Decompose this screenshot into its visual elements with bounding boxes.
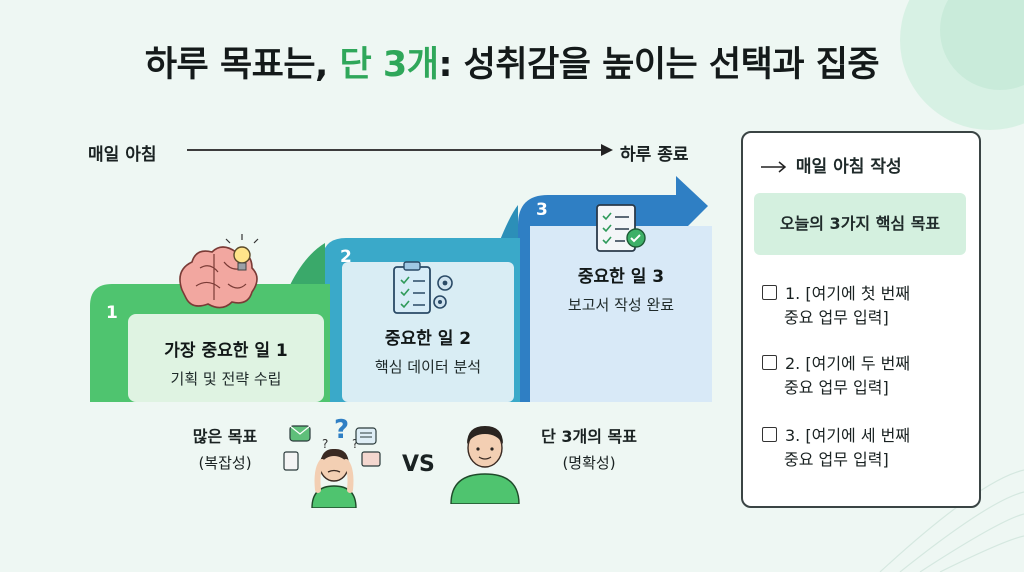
step-3-title: 중요한 일 3 [577,267,665,287]
todo-item-1[interactable]: 1. [여기에 첫 번째 중요 업무 입력] [762,282,972,330]
todo-item-2-line1: 2. [여기에 두 번째 [785,354,911,373]
title-suffix: : 성취감을 높이는 선택과 집중 [438,45,880,85]
vs-label: VS [402,452,435,477]
many-goals-title: 많은 목표 [192,427,258,446]
todo-item-3-line1: 3. [여기에 세 번째 [785,426,911,445]
todo-item-3-line2: 중요 업무 입력] [784,450,889,469]
step-1-text: 가장 중요한 일 1 기획 및 전략 수립 [128,340,324,390]
checkbox-icon[interactable] [762,285,777,300]
svg-text:?: ? [334,415,349,445]
step-2-subtitle: 핵심 데이터 분석 [374,358,482,376]
step-2-text: 중요한 일 2 핵심 데이터 분석 [342,328,514,378]
arrow-right-icon [761,161,787,173]
brain-lightbulb-icon [179,234,259,309]
step-3-panel [530,226,712,402]
many-goals-label: 많은 목표 (복잡성) [165,424,285,476]
page-title: 하루 목표는, 단 3개: 성취감을 높이는 선택과 집중 [0,36,1024,87]
panel-header-text: 매일 아침 작성 [795,157,902,177]
three-goals-label: 단 3개의 목표 (명확성) [524,424,654,476]
step-1-panel [128,314,324,402]
panel-header: 매일 아침 작성 [760,152,902,177]
step-1-number: 1 [106,303,118,323]
todo-item-1-line2: 중요 업무 입력] [784,308,889,327]
timeline-end-label: 하루 종료 [620,145,689,165]
step-3-text: 중요한 일 3 보고서 작성 완료 [530,266,712,316]
clipboard-gear-icon [393,261,453,314]
todo-item-3[interactable]: 3. [여기에 세 번째 중요 업무 입력] [762,424,972,472]
todo-item-2[interactable]: 2. [여기에 두 번째 중요 업무 입력] [762,352,972,400]
step-1-title: 가장 중요한 일 1 [164,341,288,361]
three-goals-subtitle: (명확성) [562,454,616,472]
svg-text:?: ? [352,437,358,451]
calm-person-icon [450,426,520,504]
step-2-panel [342,262,514,402]
timeline-start-label: 매일 아침 [88,145,157,165]
step-3-subtitle: 보고서 작성 완료 [567,296,675,314]
step-1-subtitle: 기획 및 전략 수립 [170,370,282,388]
checkbox-icon[interactable] [762,427,777,442]
svg-text:?: ? [322,437,328,451]
title-accent: 단 3개 [339,45,439,85]
title-prefix: 하루 목표는, [144,45,340,85]
checkbox-icon[interactable] [762,355,777,370]
todo-item-2-line2: 중요 업무 입력] [784,378,889,397]
timeline-arrow [187,144,613,156]
three-goals-title: 단 3개의 목표 [541,427,637,446]
confused-person-icon: ? ? ? [283,415,381,508]
step-3-number: 3 [536,200,548,220]
staircase-diagram: 1 2 3 [90,176,712,402]
checklist-check-icon [596,204,646,252]
step-2-number: 2 [340,247,352,267]
core-goals-banner: 오늘의 3가지 핵심 목표 [754,193,966,255]
step-2-title: 중요한 일 2 [384,329,472,349]
many-goals-subtitle: (복잡성) [198,454,252,472]
todo-item-1-line1: 1. [여기에 첫 번째 [785,284,911,303]
